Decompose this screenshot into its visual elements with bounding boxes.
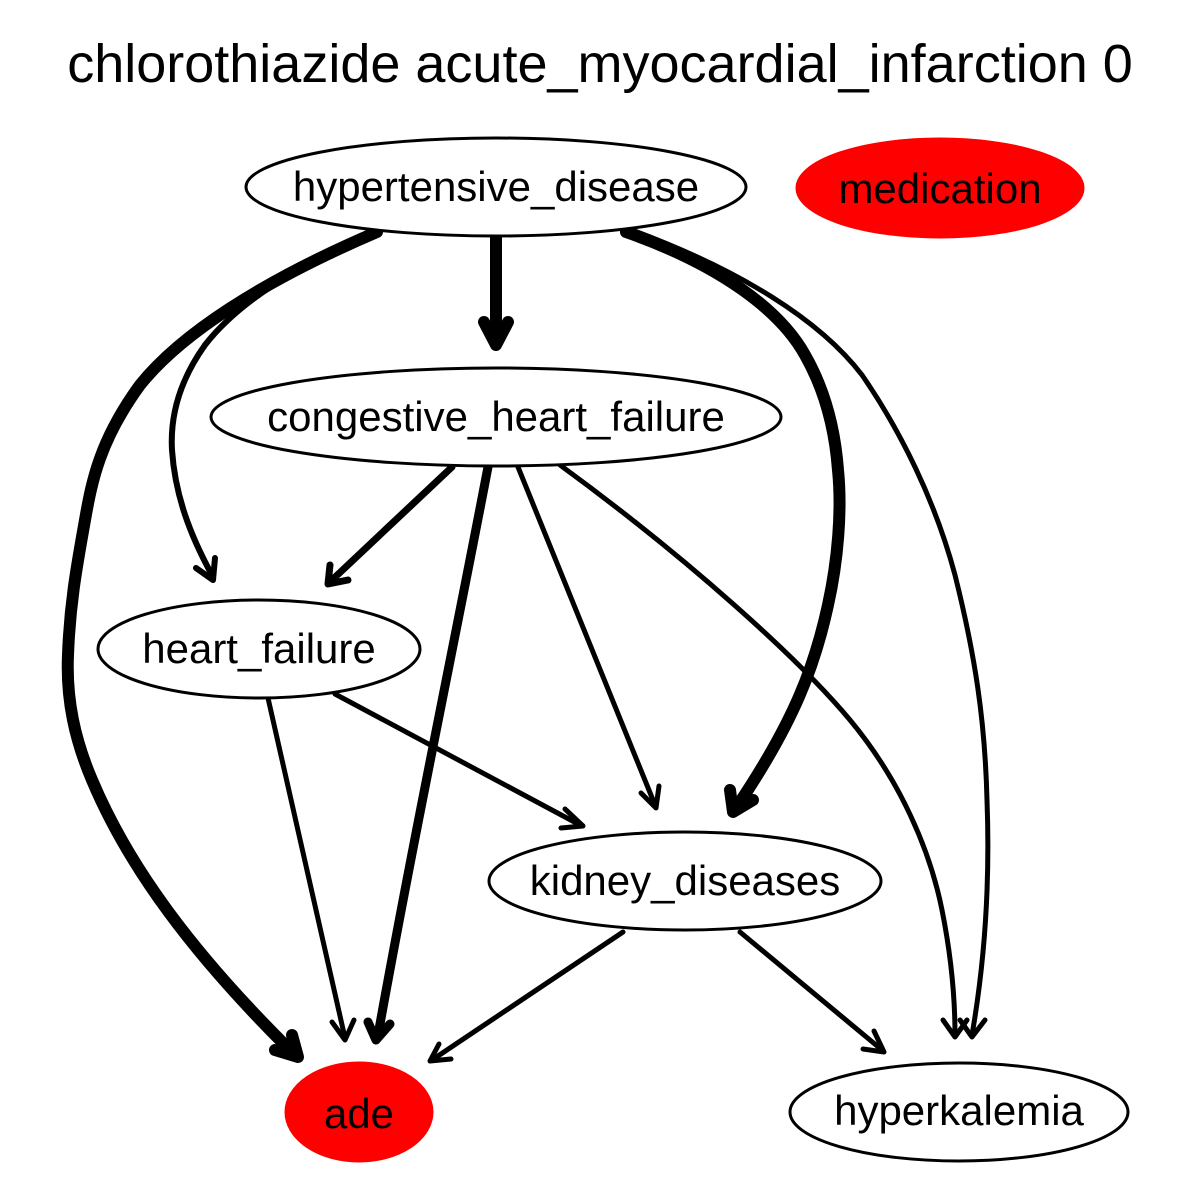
edge-hypertensive-to-heart-failure: [168, 232, 373, 583]
node-label-ade: ade: [324, 1090, 394, 1137]
edge-chf-to-kidney: [515, 464, 662, 811]
node-label-heart-failure: heart_failure: [142, 625, 375, 672]
node-label-hyperkalemia: hyperkalemia: [834, 1087, 1084, 1134]
node-hyperkalemia[interactable]: hyperkalemia: [788, 1061, 1130, 1163]
edge-chf-to-hyperkalemia: [557, 462, 970, 1040]
edges: [61, 226, 991, 1064]
node-heart-failure[interactable]: heart_failure: [96, 598, 422, 700]
node-hypertensive-disease[interactable]: hypertensive_disease: [244, 136, 748, 238]
edge-heart-failure-to-kidney: [332, 691, 586, 831]
edge-kidney-to-ade: [427, 929, 626, 1064]
node-label-congestive-heart-failure: congestive_heart_failure: [267, 393, 725, 440]
edge-hypertensive-to-ade: [61, 226, 383, 1063]
edge-heart-failure-to-ade: [265, 695, 357, 1043]
edge-kidney-to-hyperkalemia: [737, 929, 887, 1055]
edge-hypertensive-to-chf: [478, 231, 514, 351]
node-congestive-heart-failure[interactable]: congestive_heart_failure: [209, 366, 783, 468]
node-ade[interactable]: ade: [284, 1061, 434, 1163]
node-label-medication: medication: [838, 165, 1041, 212]
node-medication[interactable]: medication: [795, 137, 1085, 239]
edge-chf-to-ade: [363, 462, 493, 1045]
edge-hypertensive-to-kidney: [620, 226, 846, 818]
graph-title: chlorothiazide acute_myocardial_infarcti…: [67, 34, 1133, 94]
edge-chf-to-heart-failure: [324, 463, 456, 588]
node-label-kidney-diseases: kidney_diseases: [530, 857, 841, 904]
node-kidney-diseases[interactable]: kidney_diseases: [487, 830, 883, 932]
node-label-hypertensive-disease: hypertensive_disease: [293, 163, 699, 210]
nodes: hypertensive_disease medication congesti…: [96, 136, 1130, 1163]
